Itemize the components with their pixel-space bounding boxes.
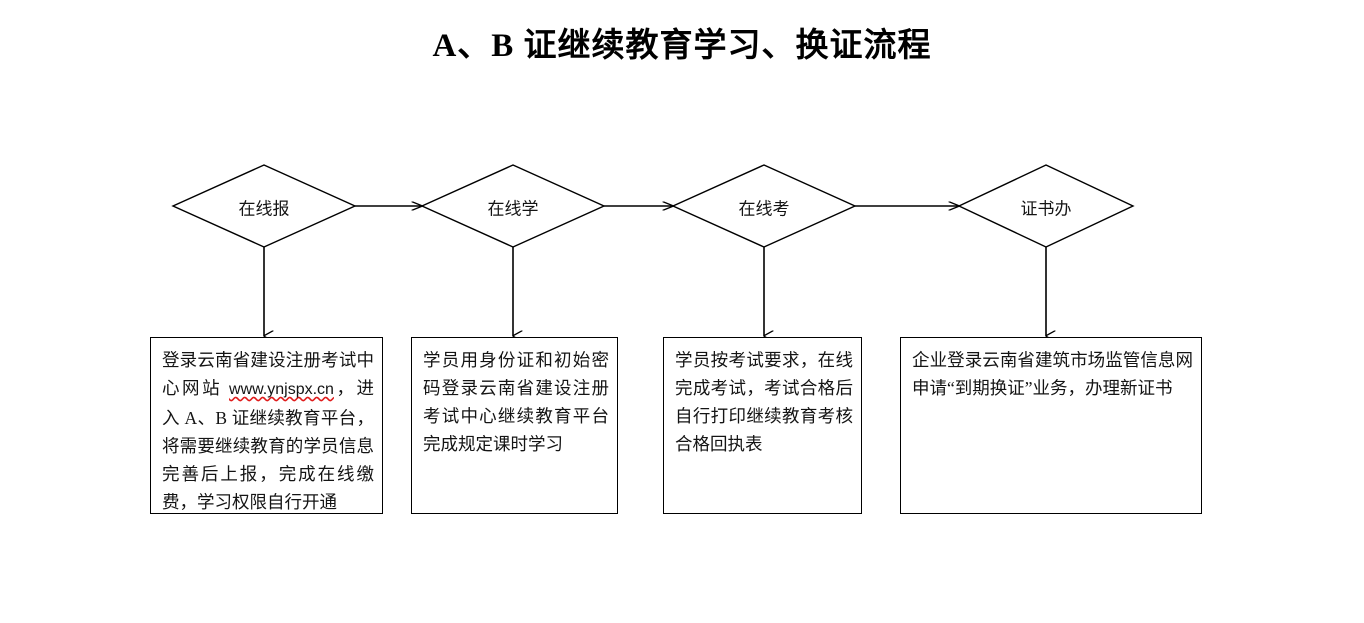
diamond-shape-stage-1[interactable] <box>171 164 357 248</box>
website-url-link[interactable]: www.ynjspx.cn <box>229 381 334 398</box>
diamond-shape-stage-4[interactable] <box>957 164 1135 248</box>
page-title: A、B 证继续教育学习、换证流程 <box>432 28 932 64</box>
process-box-text-stage-2: 学员用身份证和初始密码登录云南省建设注册考试中心继续教育平台完成规定课时学习 <box>423 350 609 454</box>
process-box-stage-2[interactable]: 学员用身份证和初始密码登录云南省建设注册考试中心继续教育平台完成规定课时学习 <box>411 337 618 514</box>
diamond-shape-stage-2[interactable] <box>420 164 606 248</box>
process-box-stage-1[interactable]: 登录云南省建设注册考试中心网站 www.ynjspx.cn，进入 A、B 证继续… <box>150 337 383 514</box>
process-box-text-stage-4: 企业登录云南省建筑市场监管信息网申请“到期换证”业务，办理新证书 <box>912 350 1193 398</box>
process-box-text-stage-1: 登录云南省建设注册考试中心网站 www.ynjspx.cn，进入 A、B 证继续… <box>162 346 375 513</box>
process-text-prefix-stage-1: 登录云南省建设注册考试中心网站 <box>162 350 374 398</box>
process-box-stage-4[interactable]: 企业登录云南省建筑市场监管信息网申请“到期换证”业务，办理新证书 <box>900 337 1202 514</box>
process-box-text-stage-3: 学员按考试要求，在线完成考试，考试合格后自行打印继续教育考核合格回执表 <box>675 350 853 454</box>
diamond-shape-stage-3[interactable] <box>671 164 857 248</box>
process-text-suffix-stage-1: ，进入 A、B 证继续教育平台，将需要继续教育的学员信息完善后上报，完成在线缴费… <box>162 378 375 512</box>
process-box-stage-3[interactable]: 学员按考试要求，在线完成考试，考试合格后自行打印继续教育考核合格回执表 <box>663 337 862 514</box>
